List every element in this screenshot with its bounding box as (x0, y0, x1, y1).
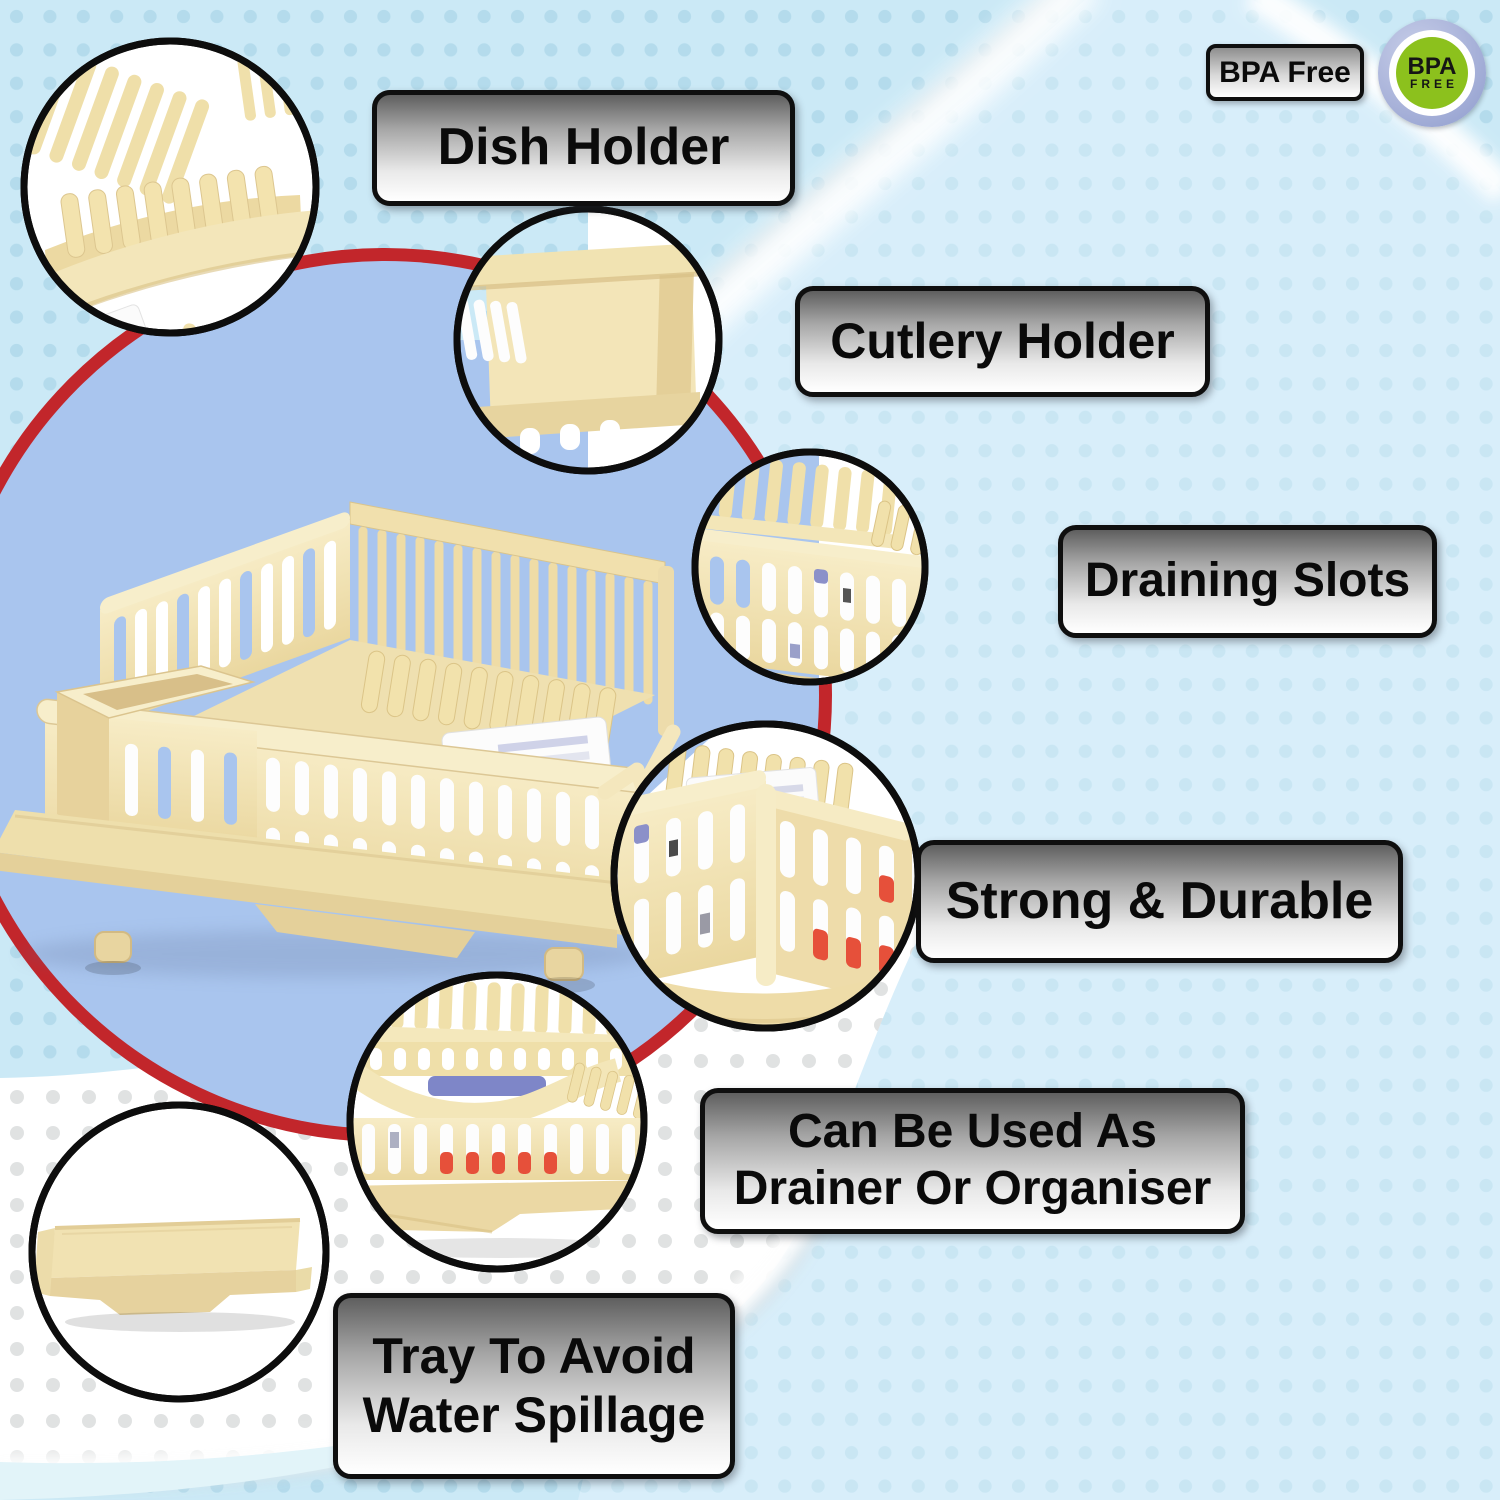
feature-circle-spillage-tray (28, 1101, 330, 1403)
callout-strong-durable: Strong & Durable (916, 840, 1403, 963)
feature-circle-drainer-organiser (346, 971, 648, 1273)
callout-cutlery-holder: Cutlery Holder (795, 286, 1210, 397)
feature-circle-strong-durable (610, 720, 922, 1032)
bpa-free-logo: BPA FREE (1378, 19, 1486, 127)
callout-dish-holder: Dish Holder (372, 90, 795, 206)
bpa-logo-core: BPA FREE (1396, 37, 1468, 109)
callout-spillage-tray: Tray To Avoid Water Spillage (333, 1293, 735, 1479)
feature-circle-dish-holder (20, 37, 320, 337)
feature-circle-cutlery-holder (453, 205, 723, 475)
bpa-logo-ring: BPA FREE (1389, 30, 1475, 116)
bpa-logo-text-top: BPA (1407, 53, 1457, 80)
product-back-fence (358, 526, 653, 705)
bpa-logo-text-bottom: FREE (1409, 77, 1458, 91)
bpa-free-badge: BPA Free (1206, 44, 1364, 101)
callout-draining-slots: Draining Slots (1058, 525, 1437, 638)
callout-drainer-organiser: Can Be Used As Drainer Or Organiser (700, 1088, 1245, 1234)
product-zigzag-rim (597, 724, 681, 800)
product-photo-dish-rack (0, 501, 707, 993)
